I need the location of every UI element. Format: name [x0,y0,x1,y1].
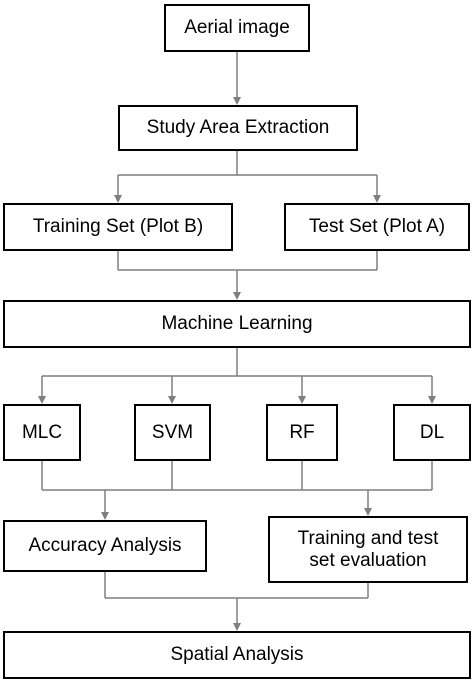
node-mlc-label: MLC [21,421,63,443]
node-training-test-evaluation-line1: Training and test [297,527,439,549]
node-test-set-label: Test Set (Plot A) [308,216,446,238]
node-dl: DL [393,404,471,461]
node-training-set-label: Training Set (Plot B) [32,216,204,238]
node-mlc: MLC [3,404,81,461]
node-training-set: Training Set (Plot B) [3,203,233,251]
node-aerial-image-label: Aerial image [184,17,290,39]
node-machine-learning: Machine Learning [3,300,471,348]
node-svm-label: SVM [151,421,194,443]
node-study-area-extraction-label: Study Area Extraction [146,117,330,139]
node-rf: RF [266,404,338,461]
node-spatial-analysis: Spatial Analysis [3,631,471,679]
node-study-area-extraction: Study Area Extraction [118,105,358,151]
node-spatial-analysis-label: Spatial Analysis [170,644,304,666]
node-aerial-image: Aerial image [164,4,310,52]
node-dl-label: DL [419,421,445,443]
node-test-set: Test Set (Plot A) [284,203,470,251]
node-accuracy-analysis: Accuracy Analysis [3,520,207,572]
node-rf-label: RF [289,421,315,443]
node-machine-learning-label: Machine Learning [161,313,313,335]
node-training-test-evaluation: Training and test set evaluation [268,516,468,583]
node-training-test-evaluation-line2: set evaluation [309,549,427,571]
node-accuracy-analysis-label: Accuracy Analysis [28,535,182,557]
node-svm: SVM [134,404,211,461]
